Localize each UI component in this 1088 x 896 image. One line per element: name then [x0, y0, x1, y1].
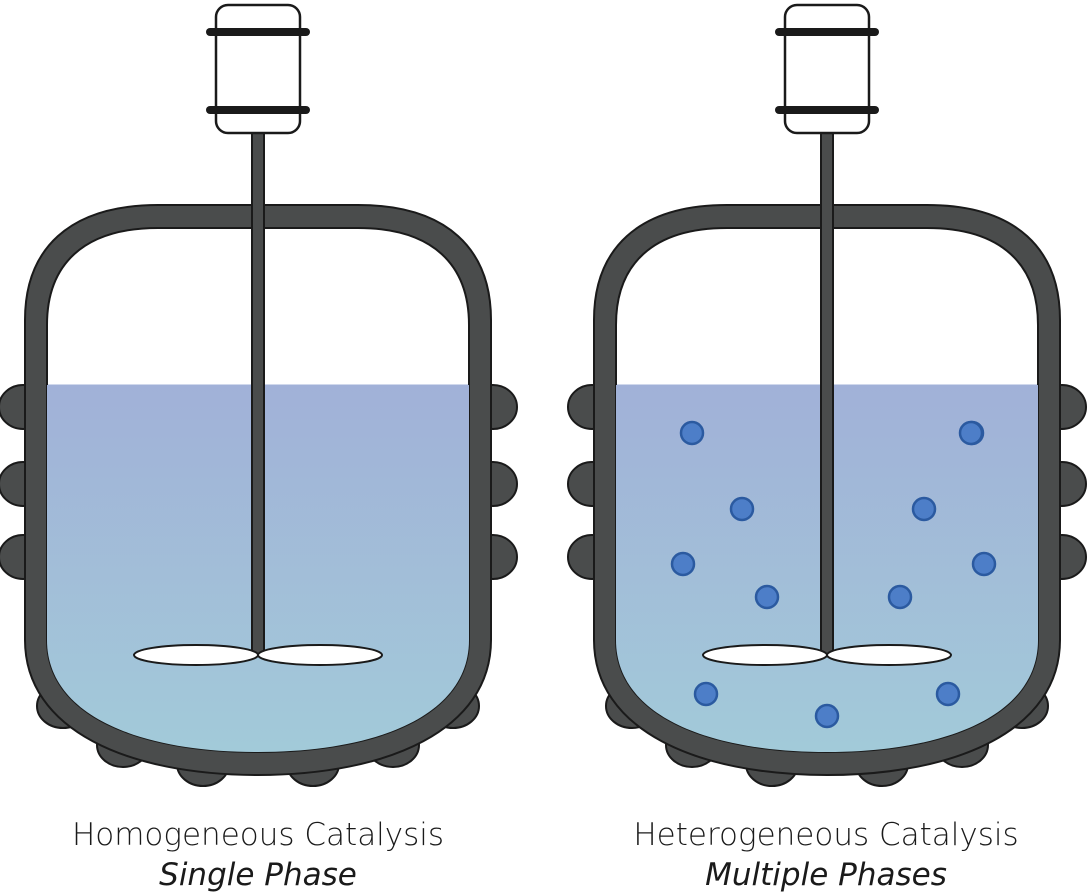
homogeneous-subtitle: Single Phase	[159, 857, 357, 893]
motor	[206, 3, 310, 135]
catalyst-particles	[670, 420, 997, 729]
homogeneous-caption: Homogeneous Catalysis Single Phase	[48, 815, 468, 895]
motor	[775, 3, 879, 135]
catalyst-particle	[911, 496, 937, 522]
motor-housing	[214, 3, 302, 135]
catalyst-particle	[814, 703, 840, 729]
heterogeneous-caption: Heterogeneous Catalysis Multiple Phases	[616, 815, 1036, 895]
catalyst-particle	[958, 420, 984, 446]
stirrer-shaft	[820, 131, 834, 657]
impeller-blade-left	[133, 644, 259, 666]
impeller-blade-left	[702, 644, 828, 666]
impeller-blade-right	[826, 644, 952, 666]
homogeneous-title: Homogeneous Catalysis	[71, 817, 445, 853]
impeller-blade-right	[257, 644, 383, 666]
homogeneous-reactor	[0, 3, 518, 787]
heterogeneous-subtitle: Multiple Phases	[705, 857, 947, 893]
heterogeneous-title: Heterogeneous Catalysis	[633, 817, 1019, 853]
catalyst-particle	[670, 551, 696, 577]
catalyst-particle	[729, 496, 755, 522]
catalyst-particle	[971, 551, 997, 577]
catalyst-particle	[935, 681, 961, 707]
catalyst-particle	[887, 584, 913, 610]
catalyst-particle	[679, 420, 705, 446]
motor-housing	[783, 3, 871, 135]
stirrer-shaft	[251, 131, 265, 657]
heterogeneous-reactor	[567, 3, 1087, 787]
catalyst-particle	[693, 681, 719, 707]
catalyst-particle	[754, 584, 780, 610]
